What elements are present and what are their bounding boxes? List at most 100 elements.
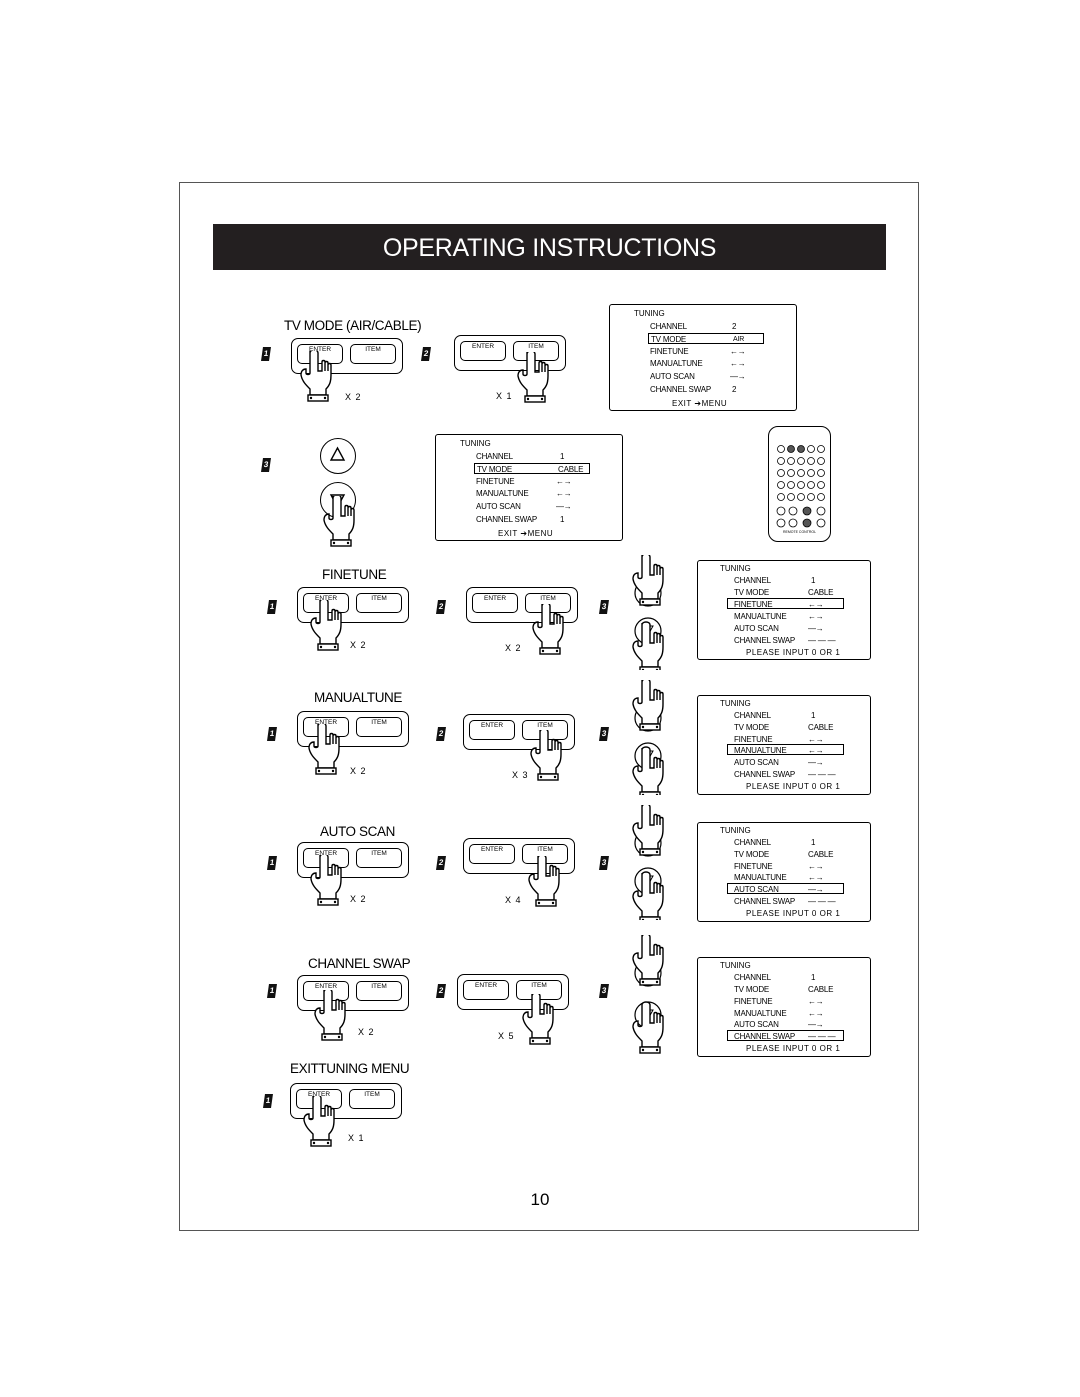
osd-row-channel-swap: CHANNEL SWAP— — — [727, 1030, 844, 1041]
please-input-hint: PLEASE INPUT 0 OR 1 [746, 1044, 841, 1053]
osd-row-channel-swap: CHANNEL SWAP— — — [734, 770, 836, 779]
dashes-icon: — — — [808, 770, 836, 779]
osd-row-channel-swap: CHANNEL SWAP— — — [734, 636, 836, 645]
pointing-hand-icon [517, 352, 549, 403]
section-title-tv-mode: TV MODE (AIR/CABLE) [284, 318, 422, 333]
osd-row-auto-scan: AUTO SCAN—→ [734, 1020, 824, 1029]
osd-row-finetune: FINETUNE←→ [734, 997, 824, 1006]
osd-row-channel-swap: CHANNEL SWAP— — — [734, 897, 836, 906]
left-right-arrow-icon: ←→ [808, 746, 824, 755]
left-right-arrow-icon: ←→ [808, 1009, 824, 1018]
item-key[interactable]: ITEM [513, 341, 559, 361]
item-key[interactable]: ITEM [356, 981, 402, 1001]
enter-key[interactable]: ENTER [469, 844, 515, 864]
right-arrow-icon: —→ [730, 372, 746, 381]
osd-row-finetune: FINETUNE←→ [734, 735, 824, 744]
up-button[interactable] [320, 438, 356, 474]
exit-menu-hint: EXIT ➔MENU [498, 529, 554, 538]
remote-keypad: ENTER ITEM [297, 587, 409, 623]
section-title-manualtune: MANUALTUNE [314, 690, 403, 705]
item-key[interactable]: ITEM [356, 593, 402, 613]
left-right-arrow-icon: ←→ [556, 489, 572, 498]
press-count: X 4 [505, 895, 522, 905]
press-count: X 2 [505, 643, 522, 653]
osd-row-finetune: FINETUNE←→ [650, 347, 746, 356]
press-count: X 3 [512, 770, 529, 780]
item-key[interactable]: ITEM [356, 717, 402, 737]
enter-key[interactable]: ENTER [460, 341, 506, 361]
pointing-hand-icon [323, 496, 355, 547]
page-number: 10 [530, 1190, 550, 1209]
osd-row-manualtune: MANUALTUNE←→ [734, 612, 824, 621]
page-frame [179, 182, 919, 1231]
osd-row-manualtune: MANUALTUNE←→ [727, 744, 844, 755]
please-input-hint: PLEASE INPUT 0 OR 1 [746, 909, 841, 918]
right-arrow-icon: ➔ [694, 399, 702, 408]
dashes-icon: — — — [808, 1032, 836, 1041]
osd-title: TUNING [720, 826, 751, 835]
osd-row-auto-scan: AUTO SCAN—→ [650, 372, 746, 381]
section-title-auto-scan: AUTO SCAN [320, 824, 395, 839]
osd-row-auto-scan: AUTO SCAN—→ [727, 883, 844, 894]
remote-buttons-icon [776, 445, 826, 528]
please-input-hint: PLEASE INPUT 0 OR 1 [746, 782, 841, 791]
right-arrow-icon: —→ [808, 1020, 824, 1029]
enter-key[interactable]: ENTER [472, 593, 518, 613]
up-down-press-icon [632, 935, 664, 1054]
press-count: X 2 [350, 766, 367, 776]
pointing-hand-icon [528, 856, 560, 907]
remote-control-illustration: REMOTE CONTROL [768, 426, 831, 542]
osd-title: TUNING [720, 961, 751, 970]
pointing-hand-icon [310, 855, 342, 906]
left-right-arrow-icon: ←→ [808, 600, 824, 609]
item-key[interactable]: ITEM [356, 848, 402, 868]
enter-key[interactable]: ENTER [463, 980, 509, 1000]
osd-row-finetune: FINETUNE←→ [476, 477, 572, 486]
pointing-hand-icon [530, 730, 562, 781]
osd-row-manualtune: MANUALTUNE←→ [476, 489, 572, 498]
remote-keypad: ENTER ITEM [290, 1083, 402, 1119]
left-right-arrow-icon: ←→ [808, 997, 824, 1006]
pointing-hand-icon [310, 600, 342, 651]
left-right-arrow-icon: ←→ [730, 359, 746, 368]
dashes-icon: — — — [808, 897, 836, 906]
left-right-arrow-icon: ←→ [556, 477, 572, 486]
osd-row-auto-scan: AUTO SCAN—→ [734, 758, 824, 767]
press-count: X 2 [350, 640, 367, 650]
left-right-arrow-icon: ←→ [808, 612, 824, 621]
osd-row-finetune: FINETUNE←→ [734, 862, 824, 871]
enter-key[interactable]: ENTER [297, 344, 343, 364]
osd-title: TUNING [720, 699, 751, 708]
item-key[interactable]: ITEM [349, 1089, 395, 1109]
pointing-hand-icon [303, 1096, 335, 1147]
pointing-hand-icon [532, 604, 564, 655]
pointing-hand-icon [300, 351, 332, 402]
right-arrow-icon: —→ [808, 624, 824, 633]
osd-row-auto-scan: AUTO SCAN—→ [734, 624, 824, 633]
remote-keypad: ENTER ITEM [454, 335, 566, 371]
item-key[interactable]: ITEM [350, 344, 396, 364]
up-triangle-icon [329, 446, 346, 461]
remote-label: REMOTE CONTROL [782, 530, 817, 534]
osd-row-manualtune: MANUALTUNE←→ [650, 359, 746, 368]
right-arrow-icon: —→ [808, 885, 824, 894]
page-title: OPERATING INSTRUCTIONS [213, 224, 886, 270]
press-count: X 2 [345, 392, 362, 402]
osd-title: TUNING [460, 439, 491, 448]
enter-key[interactable]: ENTER [469, 720, 515, 740]
